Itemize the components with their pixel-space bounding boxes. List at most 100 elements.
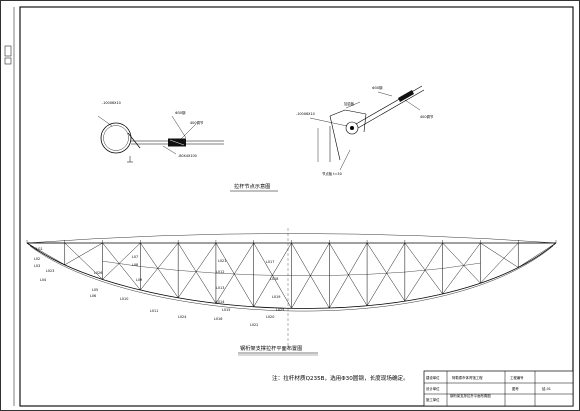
label-L024: L024 [178,315,186,319]
ring-leader-2 [171,115,187,139]
label-L020: L020 [266,315,274,319]
tb-row-3: 施工单位 [426,397,440,402]
truss-diagonal [64,242,103,280]
label-L05: L05 [92,288,98,292]
ring-leader-1 [97,115,113,127]
label-LG1: LG1 [36,247,43,251]
binding-stamp-1 [4,45,12,57]
truss-diagonal [177,242,217,304]
label-L022: L022 [250,323,258,327]
label-L08: L08 [132,263,138,267]
label-L010: L010 [120,297,128,301]
truss-diagonal [480,242,519,284]
tb-drawing-name: 钢桁架支撑拉杆平面布置图 [450,393,491,398]
ring-bolt [100,122,132,154]
ring-leader-4 [162,145,177,155]
ring-tail-1 [127,132,137,144]
label-L023: L023 [46,269,54,273]
truss-diagonal [102,242,141,280]
elevation-caption: 钢桁架支撑拉杆平面布置图 [240,344,302,352]
callout-plate-right: -100X6X10 [296,112,315,116]
truss-mid-strut [329,274,368,276]
label-L017: L017 [266,260,274,264]
truss-mid-strut [215,272,254,276]
title-block-frame [423,370,574,407]
truss-diagonal [329,242,368,309]
top-chord-curve [26,233,557,244]
ring-leader-3 [179,123,197,141]
truss-diagonal [253,242,292,309]
tb-field-2: 图号 [512,386,519,391]
detail-ring-node: -100X6X10 400调节 Φ30钢 -80X4X100 [97,101,224,163]
gusset-edge-4 [363,113,367,133]
turnbuckle-hatch [169,139,185,146]
label-L04: L04 [40,278,46,282]
gusset-edge-3 [329,115,341,161]
tb-row-2: 设计单位 [426,386,440,391]
truss-members [26,240,557,309]
truss-diagonal [177,242,217,298]
truss-diagonal [102,242,141,291]
truss-diagonal [215,242,254,307]
label-L019: L019 [272,295,280,299]
truss-mid-strut [442,262,481,269]
label-L021: L021 [218,259,226,263]
gusset-leader-3 [309,117,348,127]
label-L06: L06 [90,294,96,298]
truss-mid-strut [404,268,443,273]
label-L018: L018 [270,277,278,281]
label-L013: L013 [216,286,224,290]
title-block: 建设单位 设计单位 施工单位 阿勒泰市体育馆工程 钢桁架支撑拉杆平面布置图 工程… [423,370,574,407]
detail-caption: 拉杆节点示意图 [234,182,270,190]
ring-bolt-inner [103,125,129,151]
inner-frame [19,6,574,407]
callout-anchor: -80X4X100 [178,154,197,158]
gusset-edge-2 [344,109,367,115]
diag-rod-2 [357,89,425,129]
truss-diagonal [404,242,443,302]
truss-mid-strut [102,261,141,267]
callout-turnbuckle-right: 400调节 [420,114,434,119]
truss-diagonal [26,242,65,266]
label-L02: L02 [34,257,40,261]
label-L07: L07 [132,255,138,259]
truss-diagonal [140,242,179,298]
label-L03: L03 [34,264,40,268]
label-L015: L015 [222,308,230,312]
label-L012: L012 [216,270,224,274]
label-L09: L09 [136,278,142,282]
truss-mid-strut [367,271,405,275]
gusset-pin [350,126,354,130]
gusset-leader-4 [404,99,421,111]
gusset-hole [345,121,359,135]
truss-diagonal [404,242,443,295]
gusset-leader-5 [339,149,351,171]
callout-plate: -100X6X10 [102,101,121,105]
truss-mid-strut [253,274,292,276]
callout-rod-right: Φ30钢 [372,85,383,90]
tb-project: 阿勒泰市体育馆工程 [452,375,483,380]
callout-rod: Φ30钢 [175,110,186,115]
truss-diagonal [442,242,481,295]
general-note: 注：拉杆材质Q235B，选用Φ30圆钢，长度现场确定。 [272,374,409,382]
bottom-chord [26,242,557,309]
label-L014: L014 [216,300,224,304]
gusset-leader-1 [345,101,361,109]
tb-row-1: 建设单位 [426,375,440,380]
truss-diagonal [366,242,406,302]
truss-diagonal [140,242,179,291]
truss-diagonal [442,242,481,284]
truss-mid-strut [140,266,179,271]
truss-mid-strut [178,270,216,274]
truss-diagonal [480,242,519,268]
gusset-edge-1 [329,109,346,117]
truss-diagonal [215,242,254,304]
label-L016: L016 [214,317,222,321]
label-L025: L025 [276,308,284,312]
label-L011: L011 [150,309,158,313]
detail-gusset-node: 加劲板 Φ30钢 -100X6X10 400调节 节点板 t=30 [296,85,434,176]
callout-gusset: 节点板 t=30 [322,171,342,176]
tb-value-2: 结-01 [542,386,551,391]
gusset-leader-2 [377,91,393,97]
